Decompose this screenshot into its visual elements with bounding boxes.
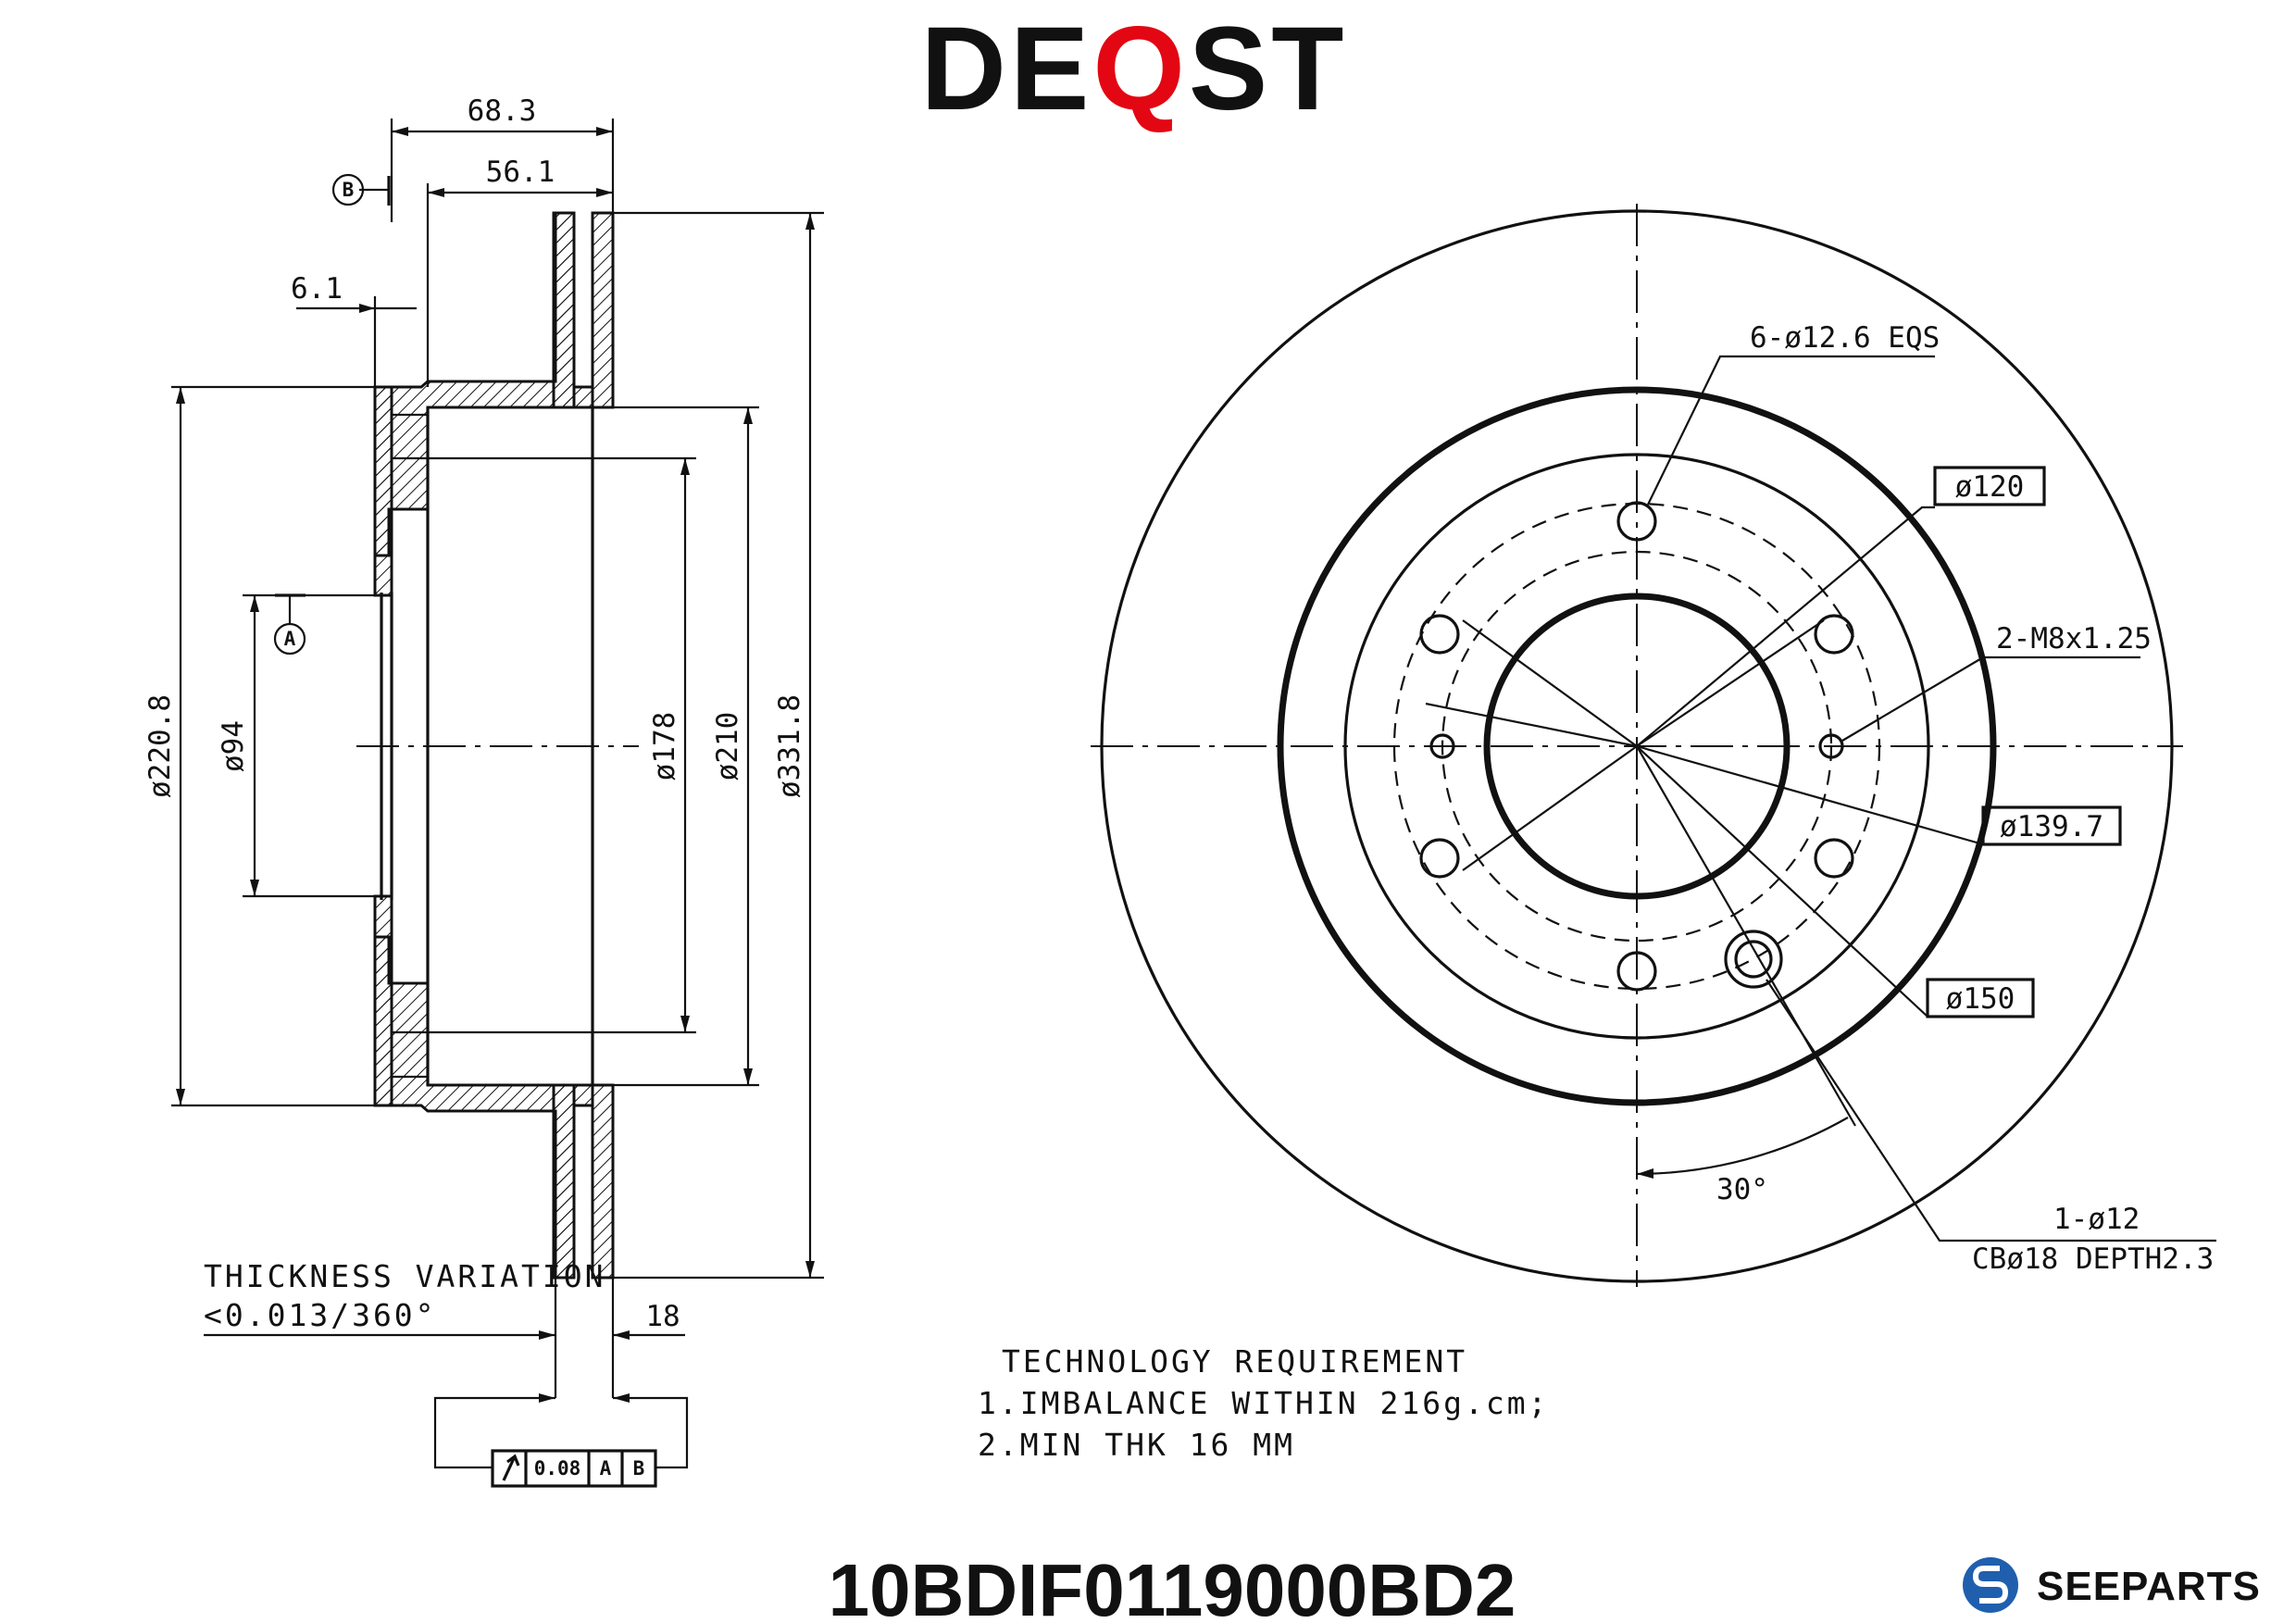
rotor-face-right-lower [591, 1083, 615, 1280]
tolerance-frame: 0.08 A B [491, 1449, 657, 1488]
label-angle: 30° [1716, 1173, 1768, 1206]
dim-outer-diameter: ø331.8 [773, 694, 806, 798]
tolerance-ref-a: A [600, 1457, 612, 1479]
datum-a-marker [273, 622, 306, 655]
thickness-variation-value: <0.013/360° [204, 1297, 437, 1333]
front-view: 6-ø12.6 EQS ø120 2-M8x1.25 ø139.7 ø150 3… [1091, 204, 2216, 1287]
thread-hole [1429, 733, 1455, 759]
bolt-hole [1419, 614, 1460, 655]
requirements-title: TECHNOLOGY REQUIREMENT [1002, 1343, 1467, 1380]
brand-logo: DEQST [921, 3, 1348, 135]
brand-logo-q: Q [1092, 3, 1189, 135]
label-pcd-150: ø150 [1946, 982, 2015, 1016]
label-pcd-120: ø120 [1955, 470, 2025, 504]
tolerance-value: 0.08 [534, 1457, 581, 1479]
thickness-variation-label: THICKNESS VARIATION [204, 1258, 606, 1294]
side-section-view: 68.3 56.1 6.1 B ø220.8 ø94 A [144, 94, 824, 1488]
rotor-face-left-lower [552, 1083, 576, 1280]
requirements-line-1: 1.IMBALANCE WITHIN 216g.cm; [978, 1385, 1549, 1421]
bolt-hole [1419, 838, 1460, 879]
brand-logo-part1: DE [921, 3, 1093, 135]
dim-thickness: 18 [645, 1300, 680, 1333]
datum-a-label: A [284, 628, 296, 650]
label-holes: 6-ø12.6 EQS [1750, 321, 1940, 355]
dim-center-bore: ø94 [217, 720, 250, 772]
seeparts-logo: SEEPARTS [1963, 1557, 2261, 1613]
label-hole-single: 1-ø12 [2053, 1203, 2140, 1236]
technology-requirements: TECHNOLOGY REQUIREMENT 1.IMBALANCE WITHI… [978, 1343, 1549, 1463]
hat-wall-upper [373, 385, 393, 597]
seeparts-text: SEEPARTS [2037, 1564, 2261, 1609]
runout-icon [502, 1454, 520, 1481]
datum-b-marker [331, 173, 365, 206]
thread-hole [1818, 733, 1844, 759]
dim-hat-width: 56.1 [486, 156, 555, 189]
dim-hat-outer: ø220.8 [144, 694, 177, 798]
dim-overall-width: 68.3 [468, 94, 537, 128]
dim-inner-210: ø210 [711, 712, 744, 781]
bolt-hole [1814, 614, 1854, 655]
part-number: 10BDIF0119000BD2 [829, 1549, 1516, 1623]
tolerance-ref-b: B [633, 1457, 645, 1479]
label-pcd-139-7: ø139.7 [2000, 810, 2103, 843]
counterbore-hole-outer [1724, 930, 1783, 989]
dim-flange: 6.1 [291, 272, 343, 306]
label-threads: 2-M8x1.25 [1996, 622, 2152, 655]
requirements-line-2: 2.MIN THK 16 MM [978, 1427, 1295, 1463]
bolt-hole [1616, 951, 1657, 992]
rotor-face-left-upper [552, 211, 576, 409]
label-counterbore: CBø18 DEPTH2.3 [1972, 1242, 2214, 1276]
dim-inner-178: ø178 [648, 712, 681, 781]
hat-wall-lower [373, 894, 393, 1107]
counterbore-hole-inner [1734, 940, 1773, 979]
brand-logo-part3: ST [1189, 3, 1348, 135]
rotor-face-right-upper [591, 211, 615, 409]
datum-b-label: B [343, 179, 355, 201]
bolt-hole [1814, 838, 1854, 879]
bolt-hole [1616, 501, 1657, 542]
